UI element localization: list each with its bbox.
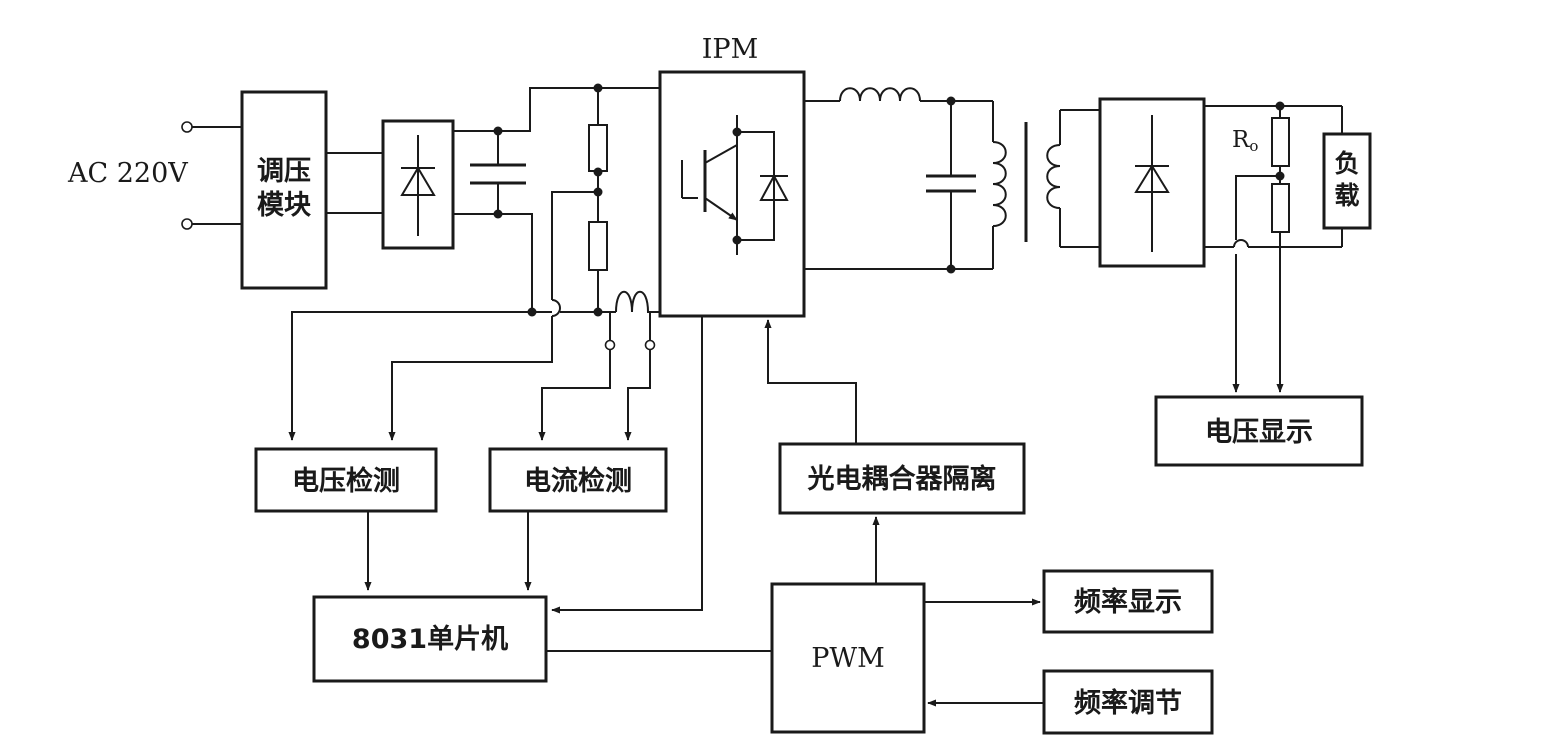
current-detect-label: 电流检测 <box>524 465 632 497</box>
freq-adjust-block <box>1042 669 1214 735</box>
opto-to-ipm-arrow <box>764 319 857 444</box>
voltage-display-block <box>1154 395 1364 467</box>
mcu-label: 8031单片机 <box>352 624 508 655</box>
output-rectifier-icon <box>1098 97 1206 268</box>
freq-adjust-label: 频率调节 <box>1074 687 1182 719</box>
ipm-fault-to-mcu-arrow <box>551 316 703 614</box>
divider-resistor-icon <box>588 88 608 312</box>
optocoupler-label: 光电耦合器隔离 <box>807 463 997 495</box>
freq-display-label: 频率显示 <box>1074 586 1182 618</box>
current-sensor-icon <box>615 291 660 313</box>
regulator-module-block <box>240 90 328 290</box>
pwm-block <box>770 582 926 734</box>
current-detect-block <box>488 447 668 513</box>
regulator-label-line1: 调压 <box>257 156 311 187</box>
pwm-label: PWM <box>811 643 885 674</box>
inductor-icon <box>839 87 921 102</box>
ipm-label: IPM <box>702 34 758 65</box>
transformer-icon <box>992 101 1100 269</box>
voltage-display-label: 电压显示 <box>1205 417 1313 448</box>
ac-input-terminals <box>181 121 242 230</box>
freq-display-block <box>1042 569 1214 634</box>
voltage-detect-label: 电压检测 <box>292 465 400 497</box>
sense-resistor-icon <box>1271 106 1290 390</box>
ipm-block <box>658 70 806 318</box>
igbt-icon <box>681 115 789 255</box>
voltage-detect-block <box>254 447 438 513</box>
mcu-block <box>312 595 548 683</box>
regulator-label-line2: 模块 <box>257 190 312 221</box>
load-label-line1: 负 <box>1334 149 1359 178</box>
ro-label: Ro <box>1232 127 1258 155</box>
dc-capacitor-icon <box>470 131 526 214</box>
resonant-capacitor-icon <box>926 101 976 269</box>
load-label-line2: 载 <box>1334 181 1359 210</box>
rectifier-bridge-icon <box>381 119 455 250</box>
ac-input-label: AC 220V <box>67 158 188 189</box>
load-block <box>1322 132 1372 230</box>
optocoupler-block <box>778 442 1026 515</box>
